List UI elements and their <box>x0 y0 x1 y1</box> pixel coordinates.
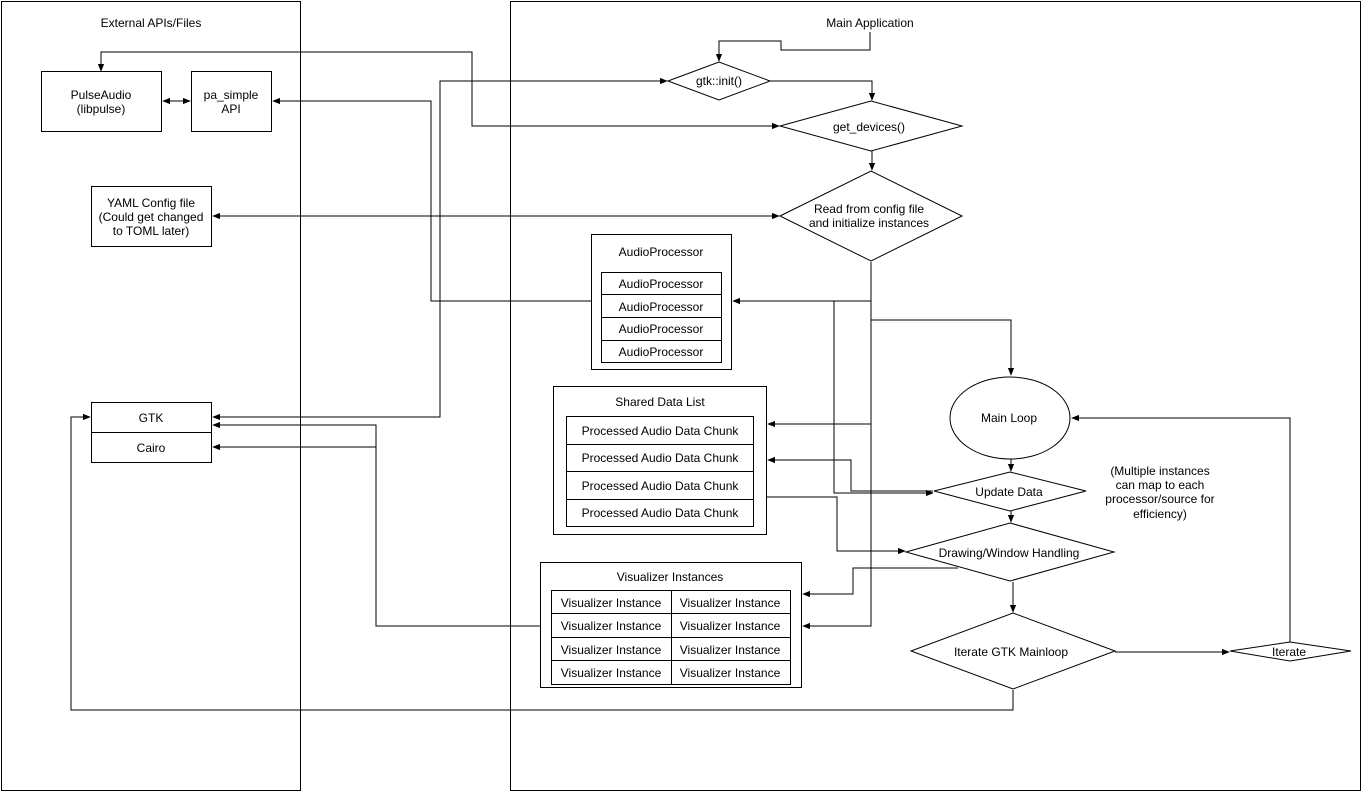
main-application-title: Main Application <box>826 16 913 30</box>
pulseaudio-label-line2: (libpulse) <box>77 102 126 116</box>
shared-data-item: Processed Audio Data Chunk <box>582 424 740 438</box>
pulseaudio-label-line1: PulseAudio <box>71 88 132 102</box>
main-loop-label: Main Loop <box>981 411 1037 425</box>
drawing-label: Drawing/Window Handling <box>939 546 1080 560</box>
edge-iterate-to-main-loop <box>1071 414 1291 642</box>
edge-read-config-to-main-loop <box>871 319 1015 376</box>
audioprocessor-item: AudioProcessor <box>619 300 704 314</box>
gtk-init-label: gtk::init() <box>696 74 742 88</box>
edge-drawing-to-visualizers <box>802 567 958 598</box>
note-line4: efficiency) <box>1133 507 1187 521</box>
cairo-label: Cairo <box>137 441 166 455</box>
yaml-config-node: YAML Config file (Could get changed to T… <box>91 186 212 247</box>
read-config-label-line1: Read from config file <box>814 202 924 216</box>
iterate-mainloop-label: Iterate GTK Mainloop <box>954 645 1068 659</box>
visualizer-instance: Visualizer Instance <box>680 619 781 633</box>
edge-iterate-mainloop-to-gtk <box>70 413 1014 711</box>
visualizer-instances-title: Visualizer Instances <box>617 570 724 584</box>
pa-simple-node: pa_simple API <box>191 71 272 132</box>
shared-data-items: Processed Audio Data Chunk Processed Aud… <box>566 416 754 527</box>
shared-data-item: Processed Audio Data Chunk <box>582 451 740 465</box>
drawing-node: Drawing/Window Handling <box>904 522 1116 582</box>
edge-gtk-init-to-get-devices <box>770 80 876 101</box>
visualizer-instance: Visualizer Instance <box>561 666 662 680</box>
audioprocessor-items: AudioProcessor AudioProcessor AudioProce… <box>601 272 722 363</box>
iterate-mainloop-node: Iterate GTK Mainloop <box>909 612 1117 690</box>
edge-shared-data-to-drawing <box>767 496 906 555</box>
yaml-config-label-line3: to TOML later) <box>113 224 189 238</box>
update-data-node: Update Data <box>933 471 1087 512</box>
note-line2: can map to each <box>1116 478 1205 492</box>
visualizer-instance: Visualizer Instance <box>561 643 662 657</box>
gtk-label: GTK <box>139 411 164 425</box>
visualizer-instance: Visualizer Instance <box>561 619 662 633</box>
iterate-node: Iterate <box>1229 641 1352 662</box>
get-devices-node: get_devices() <box>778 100 964 152</box>
read-config-node: Read from config file and initialize ins… <box>778 170 964 262</box>
multiple-instances-note: (Multiple instances can map to each proc… <box>1105 464 1214 521</box>
edge-audioprocessor-to-update-data <box>833 301 934 497</box>
audioprocessor-title: AudioProcessor <box>619 245 704 259</box>
cairo-node: Cairo <box>91 432 212 463</box>
gtk-init-node: gtk::init() <box>666 61 772 101</box>
audioprocessor-item: AudioProcessor <box>619 345 704 359</box>
main-loop-node: Main Loop <box>949 376 1071 460</box>
update-data-label: Update Data <box>975 485 1043 499</box>
visualizer-instances-group: Visualizer Instances Visualizer Instance… <box>540 562 802 688</box>
pulseaudio-node: PulseAudio (libpulse) <box>41 71 162 132</box>
external-apis-title: External APIs/Files <box>101 16 202 30</box>
shared-data-item: Processed Audio Data Chunk <box>582 506 740 520</box>
edge-visualizers-to-gtk-cairo <box>212 443 540 627</box>
edges <box>70 32 1291 711</box>
audioprocessor-item: AudioProcessor <box>619 322 704 336</box>
edge-update-data-to-shared-data <box>767 456 933 492</box>
visualizer-items: Visualizer Instance Visualizer Instance … <box>551 590 791 685</box>
iterate-label: Iterate <box>1272 645 1306 659</box>
audioprocessor-item: AudioProcessor <box>619 277 704 291</box>
visualizer-instance: Visualizer Instance <box>680 596 781 610</box>
shared-data-item: Processed Audio Data Chunk <box>582 479 740 493</box>
yaml-config-label-line1: YAML Config file <box>107 196 195 210</box>
audioprocessor-group: AudioProcessor AudioProcessor AudioProce… <box>591 234 732 370</box>
visualizer-instance: Visualizer Instance <box>680 643 781 657</box>
edge-start-to-gtk-init <box>715 32 871 62</box>
gtk-node: GTK <box>91 402 212 433</box>
pa-simple-label-line1: pa_simple <box>204 88 259 102</box>
visualizer-instance: Visualizer Instance <box>561 596 662 610</box>
edge-gtk-gtk-init <box>212 77 668 421</box>
read-config-label-line2: and initialize instances <box>809 216 929 230</box>
visualizer-instance: Visualizer Instance <box>680 666 781 680</box>
get-devices-label: get_devices() <box>833 120 905 134</box>
note-line1: (Multiple instances <box>1110 464 1209 478</box>
pa-simple-label-line2: API <box>221 102 240 116</box>
note-line3: processor/source for <box>1105 492 1214 506</box>
shared-data-list-group: Shared Data List Processed Audio Data Ch… <box>553 386 767 535</box>
edge-visualizers-to-gtk <box>212 421 377 447</box>
yaml-config-label-line2: (Could get changed <box>99 210 204 224</box>
shared-data-list-title: Shared Data List <box>615 395 705 409</box>
